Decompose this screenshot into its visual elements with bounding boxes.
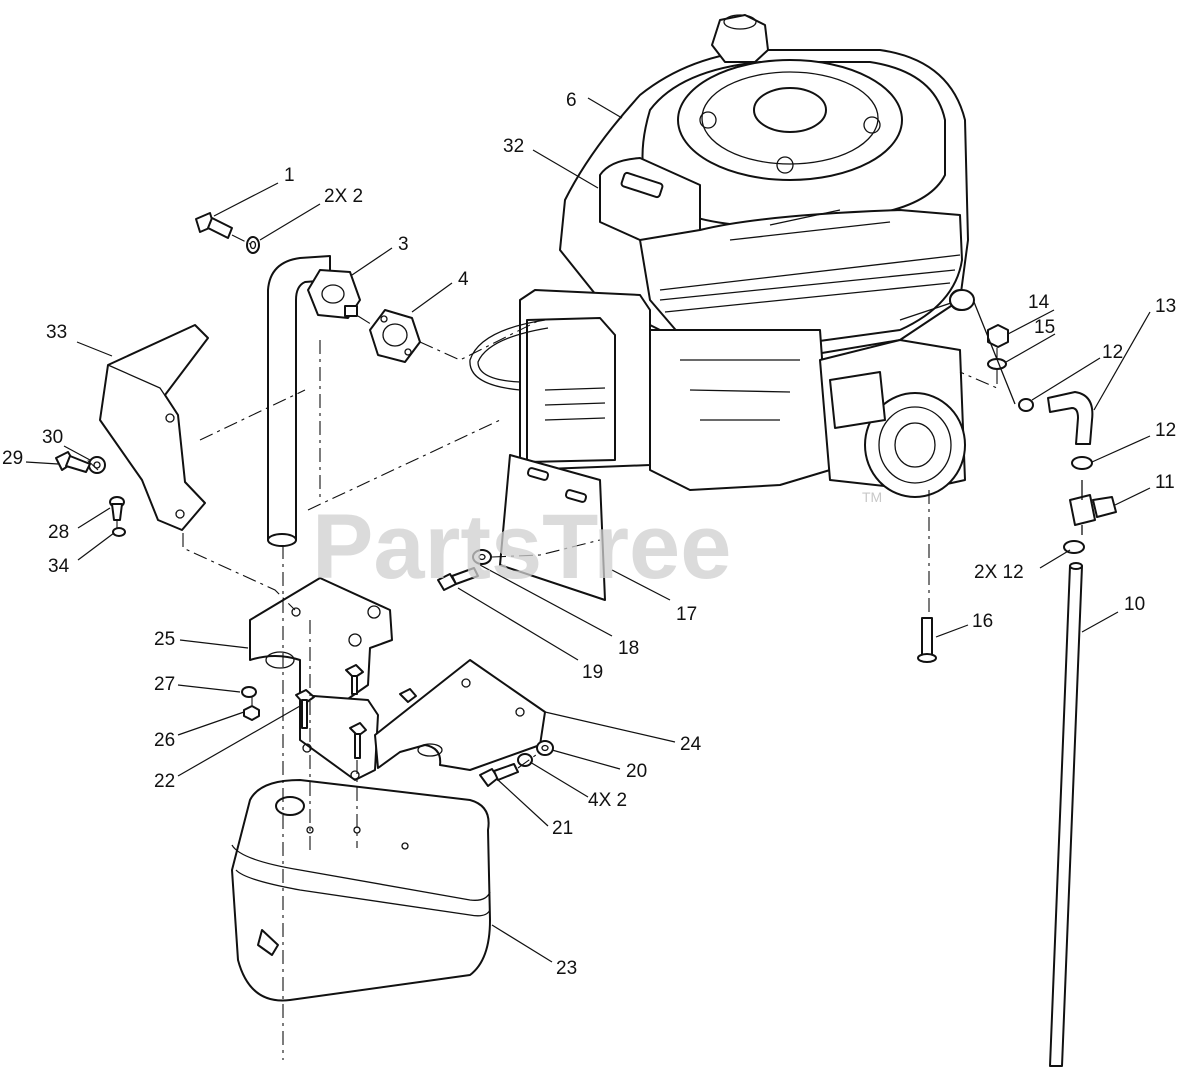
shield-lockwasher[interactable] — [112, 527, 126, 537]
callout-12-lower[interactable]: 2X 12 — [974, 562, 1024, 583]
callout-10[interactable]: 10 — [1124, 594, 1145, 615]
leader-lines — [25, 97, 1151, 963]
callout-2[interactable]: 2X 2 — [324, 186, 363, 207]
exhaust-gasket[interactable] — [369, 309, 421, 363]
callout-16[interactable]: 16 — [972, 611, 993, 632]
bracket-nut-26[interactable] — [243, 705, 260, 721]
muffler-bracket-right[interactable] — [374, 659, 546, 771]
bracket-bolt-low[interactable] — [349, 722, 367, 759]
muffler[interactable] — [231, 779, 491, 1002]
callout-23[interactable]: 23 — [556, 958, 577, 979]
fuel-hose-clamp-mid[interactable] — [1071, 456, 1093, 470]
callout-24[interactable]: 24 — [680, 734, 702, 755]
callout-11[interactable]: 11 — [1155, 472, 1175, 493]
callout-18[interactable]: 18 — [618, 638, 639, 659]
exhaust-pipe[interactable] — [267, 255, 361, 547]
watermark: PartsTree TM — [312, 489, 882, 598]
fuel-hose-elbow[interactable] — [1047, 391, 1094, 445]
callout-32[interactable]: 32 — [503, 136, 524, 157]
bracket-bolt-21[interactable] — [479, 763, 519, 787]
shield-bolt[interactable] — [55, 451, 91, 473]
engine-assembly[interactable] — [469, 14, 971, 498]
watermark-text: PartsTree — [312, 496, 731, 598]
callout-20[interactable]: 20 — [626, 761, 647, 782]
callout-27[interactable]: 27 — [154, 674, 175, 695]
callout-19[interactable]: 19 — [582, 662, 603, 683]
shield-washer[interactable] — [88, 456, 106, 474]
bracket-washer-2[interactable] — [517, 753, 533, 767]
callout-33[interactable]: 33 — [46, 322, 67, 343]
bracket-bolt-mid[interactable] — [399, 688, 417, 703]
shield-screw[interactable] — [109, 496, 125, 521]
callout-14[interactable]: 14 — [1028, 292, 1050, 313]
engine-mount-bolt[interactable] — [917, 617, 937, 663]
callout-25[interactable]: 25 — [154, 629, 175, 650]
callout-15[interactable]: 15 — [1034, 317, 1055, 338]
callout-1[interactable]: 1 — [284, 165, 295, 186]
callout-28[interactable]: 28 — [48, 522, 69, 543]
fuel-shutoff-valve[interactable] — [1069, 480, 1117, 535]
callout-4x2[interactable]: 4X 2 — [588, 790, 627, 811]
callout-30[interactable]: 30 — [42, 427, 63, 448]
deflector-bolt[interactable] — [437, 567, 479, 591]
bracket-washer-20[interactable] — [536, 740, 554, 756]
bracket-washer-27[interactable] — [241, 686, 257, 698]
flange-washer[interactable] — [246, 236, 260, 254]
callout-labels: 1 2X 2 3 4 6 32 33 30 29 28 34 14 15 12 … — [2, 90, 1176, 979]
callout-22[interactable]: 22 — [154, 771, 175, 792]
inline-fuel-filter[interactable] — [949, 289, 1016, 405]
callout-4[interactable]: 4 — [458, 269, 469, 290]
callout-12-upper[interactable]: 12 — [1102, 342, 1123, 363]
deflector-washer[interactable] — [472, 549, 492, 565]
engine-deflector[interactable] — [499, 454, 606, 601]
exhaust-flange-bolt[interactable] — [195, 212, 233, 239]
callout-21[interactable]: 21 — [552, 818, 573, 839]
watermark-trademark: TM — [862, 489, 882, 505]
muffler-bracket-left[interactable] — [249, 577, 393, 781]
assembly-lines — [84, 234, 998, 1060]
callout-12-mid[interactable]: 12 — [1155, 420, 1176, 441]
callout-3[interactable]: 3 — [398, 234, 409, 255]
exhaust-heat-shield[interactable] — [99, 324, 209, 531]
callout-26[interactable]: 26 — [154, 730, 175, 751]
callout-17[interactable]: 17 — [676, 604, 697, 625]
callout-6[interactable]: 6 — [566, 90, 577, 111]
callout-34[interactable]: 34 — [48, 556, 70, 577]
bracket-bolt-upper[interactable] — [345, 664, 364, 695]
fuel-hose-clamp-upper[interactable] — [1018, 398, 1034, 412]
fuel-filter-nut[interactable] — [987, 324, 1009, 348]
callout-13[interactable]: 13 — [1155, 296, 1176, 317]
callout-29[interactable]: 29 — [2, 448, 23, 469]
fuel-hose[interactable] — [1049, 562, 1083, 1067]
